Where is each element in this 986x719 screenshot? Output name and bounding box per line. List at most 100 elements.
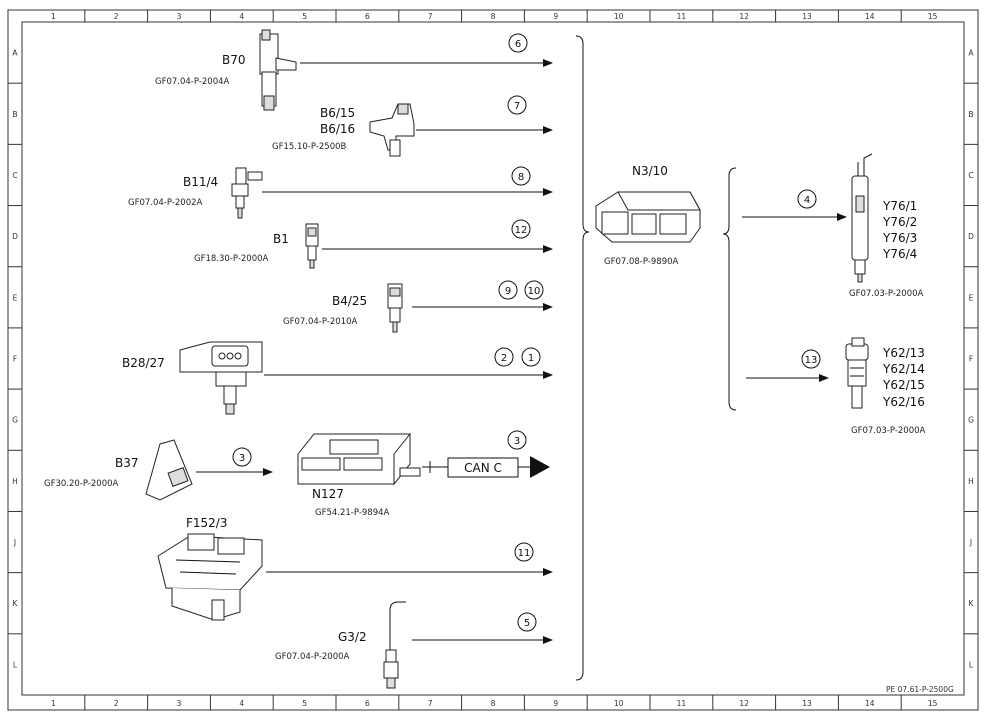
injector-circle [797,189,817,209]
b4-25-ref: GF07.04-P-2010A [283,317,358,327]
b4-25-label: B4/25 [332,294,367,308]
b1-circle-num: 12 [515,225,528,236]
valve-ref: GF07.03-P-2000A [851,426,926,436]
grid-col-label-top: 7 [428,12,433,21]
b11-4-sensor-icon [231,167,263,219]
grid-col-label-bottom: 1 [51,699,56,708]
valve-circle [801,349,821,369]
b37-circle-num: 3 [239,453,245,464]
b11-4-label: B11/4 [183,175,218,189]
n127-ref: GF54.21-P-9894A [315,508,390,518]
valve-label-2: Y62/14 [882,362,925,376]
output-valves: 13 Y62/13 Y62/14 Y62/15 Y62/16 GF07.03-P… [746,337,926,436]
valve-label-3: Y62/15 [882,378,925,392]
b70-circle-num: 6 [515,39,521,50]
n127-module-icon [297,432,421,486]
g3-2-circle-num: 5 [524,618,530,629]
valve-circle-num: 13 [805,355,818,366]
input-b28-27: B28/27 2 1 [122,341,553,415]
grid-row-label-left: C [12,171,17,180]
input-brace [575,35,590,681]
grid-row-label-right: B [968,110,973,119]
grid-row-label-left: A [12,49,18,58]
b1-ref: GF18.30-P-2000A [194,254,269,264]
b6-15-label: B6/15 [320,106,355,120]
grid-col-label-bottom: 14 [865,699,875,708]
f152-3-circle-num: 11 [518,548,531,559]
b11-4-circle [511,166,531,186]
input-b4-25: B4/25 GF07.04-P-2010A 9 10 [283,280,553,333]
grid-row-label-left: B [12,110,17,119]
b70-ref: GF07.04-P-2004A [155,77,230,87]
grid-col-label-bottom: 9 [553,699,558,708]
can-arrow-icon [530,456,550,478]
b4-25-sensor-icon [387,283,403,333]
b37-label: B37 [115,456,139,470]
b4-25-circle-b [524,280,544,300]
injector-icon [851,153,873,283]
b70-sensor-icon [259,29,297,111]
outer-frame [7,9,979,711]
grid-col-label-top: 14 [865,12,875,21]
valve-label-4: Y62/16 [882,395,925,409]
b11-4-ref: GF07.04-P-2002A [128,198,203,208]
b11-4-circle-num: 8 [518,172,524,183]
grid-col-label-bottom: 15 [928,699,938,708]
grid-col-label-bottom: 13 [802,699,812,708]
grid-col-label-bottom: 3 [177,699,182,708]
b70-label: B70 [222,53,246,67]
grid-row-label-right: K [969,599,975,608]
grid-col-label-bottom: 5 [302,699,307,708]
b37-pedal-icon [145,439,193,501]
grid-row-label-left: G [12,416,18,425]
injector-label-1: Y76/1 [882,199,917,213]
grid-col-label-top: 12 [739,12,749,21]
b4-25-circle-a [498,280,518,300]
grid-row-label-right: C [968,171,973,180]
injector-label-3: Y76/3 [882,231,917,245]
output-brace [722,167,737,411]
grid-row-label-right: L [969,660,974,669]
grid-row-label-left: D [12,232,18,241]
sheet-footer-code: PE 07.61-P-2500G [886,685,954,694]
output-injectors: 4 Y76/1 Y76/2 Y76/3 Y76/4 GF07.03-P-2000… [742,153,924,299]
grid-col-label-bottom: 6 [365,699,370,708]
injector-label-4: Y76/4 [882,247,917,261]
grid-col-label-bottom: 10 [614,699,624,708]
injector-label-2: Y76/2 [882,215,917,229]
grid-row-label-left: E [13,293,18,302]
b28-27-sensor-icon [179,341,263,415]
b28-27-label: B28/27 [122,356,165,370]
grid-col-label-top: 11 [677,12,687,21]
grid-row-label-right: G [968,416,974,425]
b6-16-label: B6/16 [320,122,355,136]
input-b1: B1 GF18.30-P-2000A 12 [194,219,553,269]
grid-col-label-top: 1 [51,12,56,21]
grid-row-label-left: K [13,599,19,608]
grid-row-label-left: J [13,538,16,547]
f152-3-fusebox-icon [157,533,263,621]
b1-label: B1 [273,232,289,246]
can-circle-num: 3 [514,436,520,447]
grid-row-label-left: F [13,355,17,364]
input-b6: B6/15 B6/16 GF15.10-P-2500B 7 [272,95,553,157]
g3-2-o2-sensor-icon [383,601,406,689]
n127-group: N127 GF54.21-P-9894A CAN C 3 [297,430,550,518]
b28-27-circle-a-num: 2 [501,353,507,364]
input-b70: B70 GF07.04-P-2004A 6 [155,29,553,111]
grid-ticks: 1122334455667788991010111112121313141415… [8,10,978,710]
input-b37: B37 GF30.20-P-2000A 3 [44,439,273,501]
g3-2-ref: GF07.04-P-2000A [275,652,350,662]
grid-col-label-bottom: 4 [239,699,244,708]
b28-27-circle-a [494,347,514,367]
injector-ref: GF07.03-P-2000A [849,289,924,299]
input-g3-2: G3/2 GF07.04-P-2000A 5 [275,601,553,689]
b37-ref: GF30.20-P-2000A [44,479,119,489]
can-circle [507,430,527,450]
g3-2-label: G3/2 [338,630,367,644]
input-f152-3: F152/3 11 [157,516,553,621]
b6-circle-num: 7 [514,101,520,112]
input-b11-4: B11/4 GF07.04-P-2002A 8 [128,166,553,219]
f152-3-circle [514,542,534,562]
